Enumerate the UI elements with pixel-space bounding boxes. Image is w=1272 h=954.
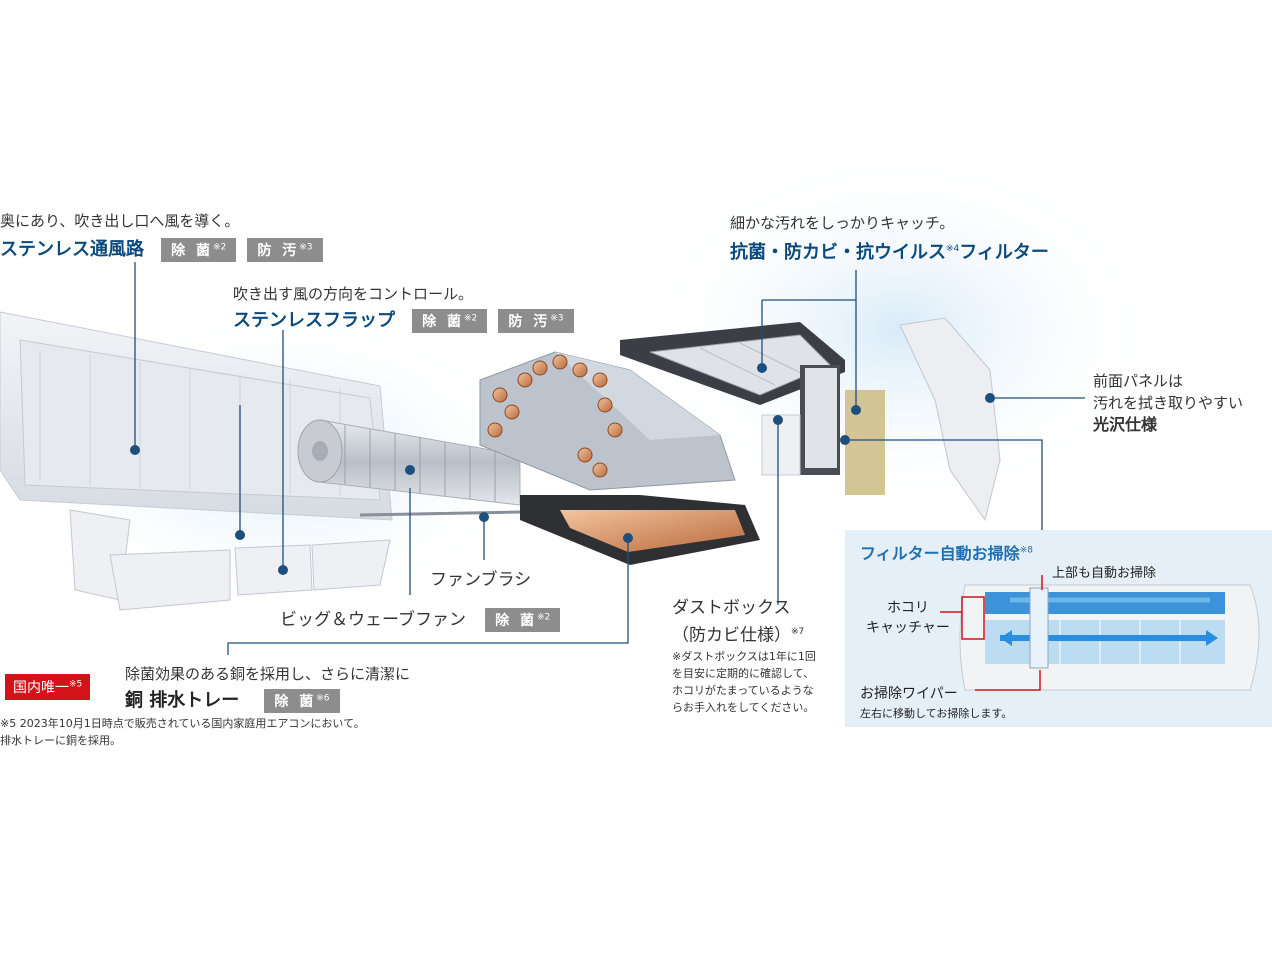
fan-brush-rod bbox=[359, 510, 521, 517]
fan-brush-label: ファンブラシ bbox=[430, 570, 532, 590]
big-wave-fan-heading: ビッグ＆ウェーブファン 除 菌※2 bbox=[280, 605, 561, 632]
sterilize-tag: 除 菌※2 bbox=[161, 238, 237, 262]
stainless-flap-desc: 吹き出す風の方向をコントロール。 bbox=[233, 285, 474, 303]
leader-dot bbox=[851, 405, 861, 415]
leader-dot bbox=[278, 565, 288, 575]
front-panel-caption: 前面パネルは 汚れを拭き取りやすい 光沢仕様 bbox=[1093, 372, 1244, 434]
auto-clean-title: フィルター自動お掃除※8 bbox=[860, 544, 1033, 563]
flap bbox=[234, 544, 313, 596]
leader-dot bbox=[757, 363, 767, 373]
leader-line bbox=[227, 538, 629, 655]
flap bbox=[311, 539, 391, 591]
heat-exchanger bbox=[479, 351, 736, 491]
dust-box-label: ダストボックス （防カビ仕様）※7 bbox=[672, 598, 805, 646]
leader-dot bbox=[479, 512, 489, 522]
antifouling-tag: 防 汚※3 bbox=[247, 238, 323, 262]
leader-dot bbox=[405, 465, 415, 475]
wiper-desc: 左右に移動してお掃除します。 bbox=[860, 707, 1013, 720]
stainless-duct-heading: ステンレス通風路 除 菌※2 防 汚※3 bbox=[0, 235, 323, 262]
auto-clean-illustration bbox=[940, 575, 1260, 691]
drain-tray-desc: 除菌効果のある銅を採用し、さらに清潔に bbox=[125, 665, 411, 683]
leader-dot bbox=[623, 533, 633, 543]
leader-dot bbox=[235, 530, 245, 540]
big-wave-fan-label: ビッグ＆ウェーブファン bbox=[280, 610, 466, 630]
drain-tray-title: 銅 排水トレー bbox=[125, 690, 240, 711]
filter-assembly bbox=[620, 322, 885, 495]
leader-dot bbox=[840, 435, 850, 445]
sterilize-tag: 除 菌※2 bbox=[412, 309, 488, 333]
filter-desc: 細かな汚れをしっかりキャッチ。 bbox=[730, 214, 955, 232]
antifouling-tag: 防 汚※3 bbox=[498, 309, 574, 333]
leader-dot bbox=[985, 393, 995, 403]
dust-catcher-label: ホコリ キャッチャー bbox=[866, 600, 950, 636]
auto-clean-top-label: 上部も自動お掃除 bbox=[1052, 566, 1157, 581]
sterilize-tag: 除 菌※6 bbox=[264, 689, 340, 713]
only-in-japan-badge: 国内唯一※5 bbox=[5, 674, 91, 700]
sterilize-tag: 除 菌※2 bbox=[485, 608, 561, 632]
dust-box-note: ※ダストボックスは1年に1回 を目安に定期的に確認して、 ホコリがたまっているよ… bbox=[672, 650, 816, 714]
leader-dot bbox=[773, 415, 783, 425]
stainless-duct-title: ステンレス通風路 bbox=[0, 239, 144, 260]
drain-tray-footnote: ※5 2023年10月1日時点で販売されている国内家庭用エアコンにおいて。 排水… bbox=[0, 717, 365, 747]
copper-drain-tray bbox=[520, 495, 760, 565]
leader-dot bbox=[130, 445, 140, 455]
stainless-duct-desc: 奥にあり、吹き出し口へ風を導く。 bbox=[0, 212, 240, 230]
stainless-flap-heading: ステンレスフラップ 除 菌※2 防 汚※3 bbox=[233, 306, 574, 333]
filter-title: 抗菌・防カビ・抗ウイルス※4フィルター bbox=[730, 242, 1049, 263]
leader-line bbox=[845, 439, 1043, 530]
flap bbox=[109, 549, 231, 611]
stainless-flap-title: ステンレスフラップ bbox=[233, 310, 395, 331]
front-panel bbox=[899, 317, 1001, 522]
drain-tray-heading: 銅 排水トレー 除 菌※6 bbox=[125, 686, 340, 713]
cross-flow-fan bbox=[297, 419, 521, 506]
wiper-label: お掃除ワイパー bbox=[860, 686, 958, 702]
